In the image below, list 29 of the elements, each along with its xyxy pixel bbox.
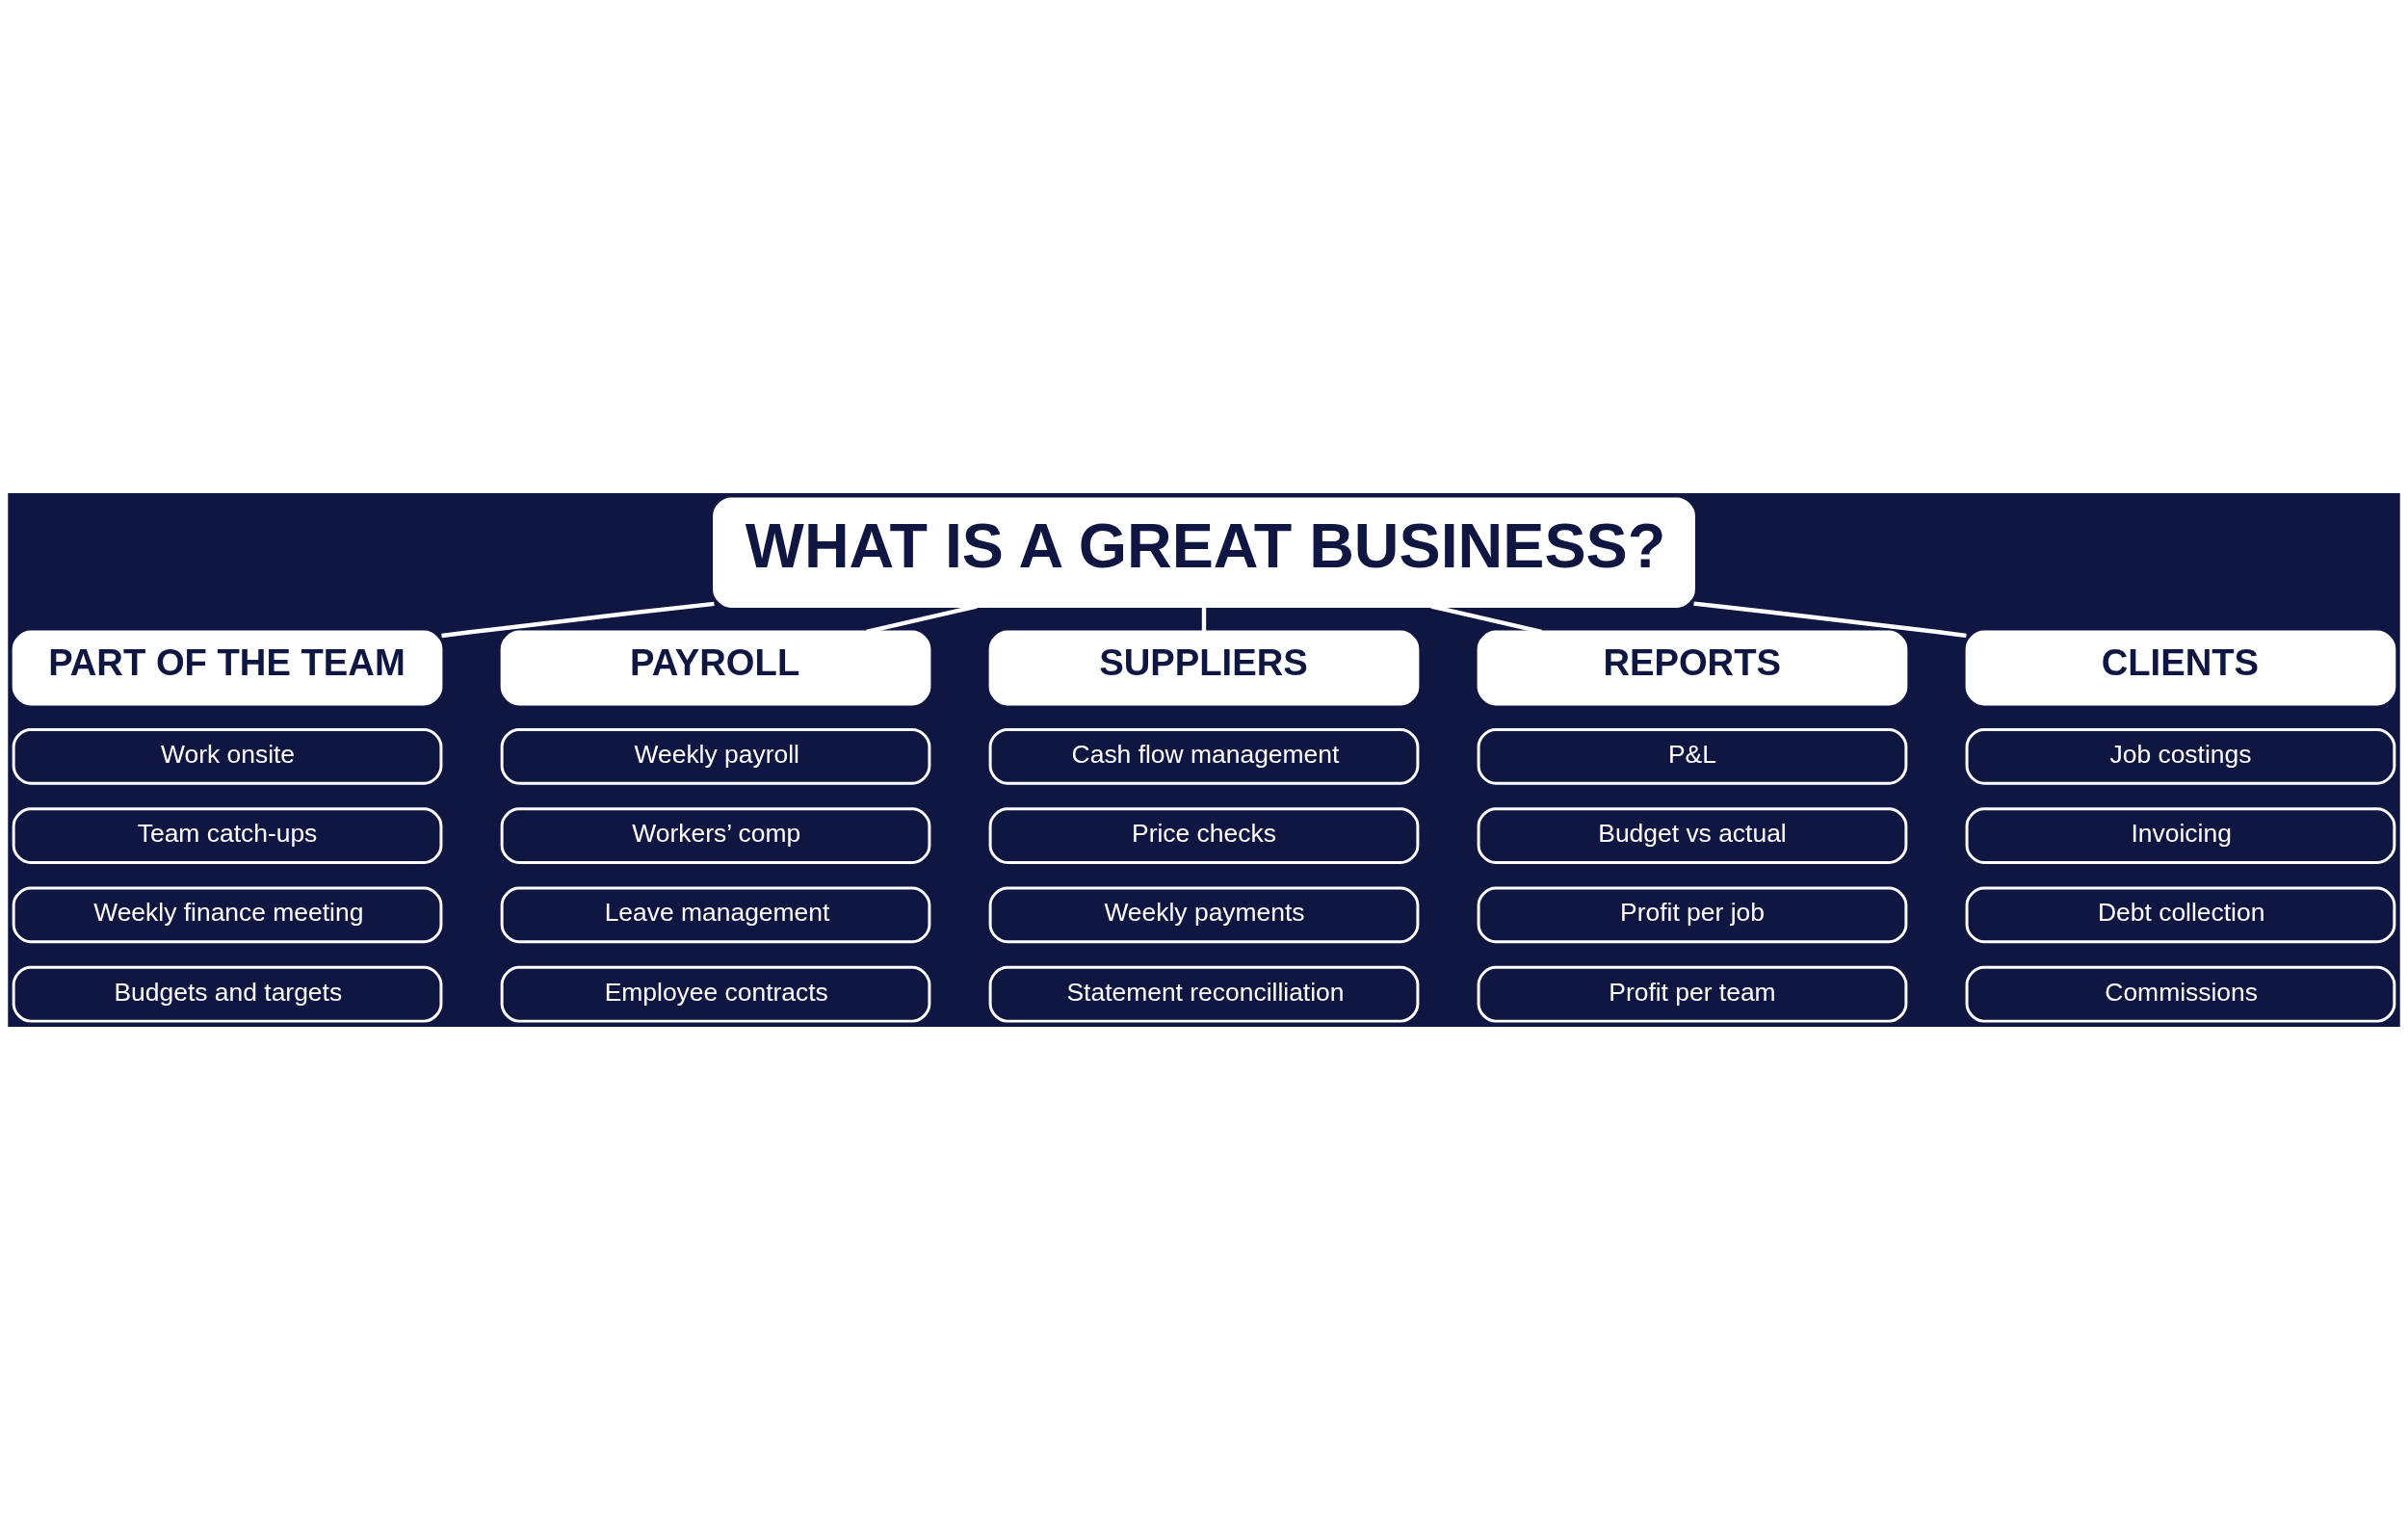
node-box: Leave management [500,886,931,943]
node-box: Weekly finance meeting [12,886,443,943]
node-box: SUPPLIERS [988,630,1420,705]
node-box: Weekly payments [988,886,1420,943]
node-box: Weekly payroll [500,727,931,785]
node-box: Commissions [1965,965,2396,1023]
node-box: REPORTS [1477,630,1908,705]
node-box: PAYROLL [500,630,931,705]
connector [441,601,715,638]
node-box: Cash flow management [988,727,1420,785]
node-box: PART OF THE TEAM [12,630,443,705]
node-box: Profit per team [1477,965,1908,1023]
node-box: Debt collection [1965,886,2396,943]
node-box: Employee contracts [500,965,931,1023]
node-box: Invoicing [1965,806,2396,864]
node-box: Budget vs actual [1477,806,1908,864]
node-box: Workers’ comp [500,806,931,864]
node-box: Team catch-ups [12,806,443,864]
node-box: Work onsite [12,727,443,785]
node-box: Statement reconcilliation [988,965,1420,1023]
node-box: CLIENTS [1965,630,2396,705]
node-box: Price checks [988,806,1420,864]
node-box: Profit per job [1477,886,1908,943]
node-box: P&L [1477,727,1908,785]
connector [1201,606,1207,632]
node-box: WHAT IS A GREAT BUSINESS? [713,496,1695,608]
node-box: Budgets and targets [12,965,443,1023]
node-box: Job costings [1965,727,2396,785]
connector [1693,600,1967,638]
